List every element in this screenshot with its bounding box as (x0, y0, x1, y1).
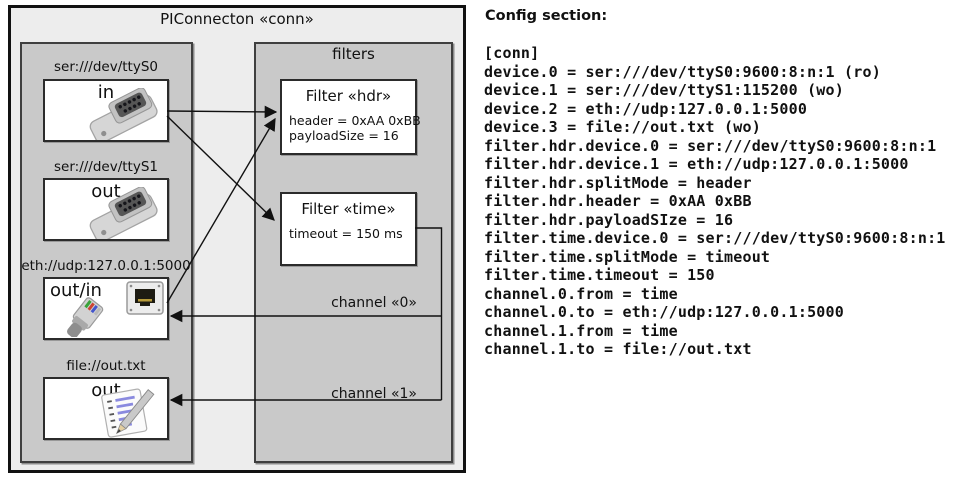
pen-icon (115, 389, 155, 435)
serial-connector-icon (89, 187, 158, 239)
device-1-direction-label: out (91, 181, 121, 202)
channel-1-label: channel «1» (331, 386, 417, 402)
config-line: channel.1.from = time (484, 321, 678, 340)
config-line: filter.hdr.header = 0xAA 0xBB (484, 192, 752, 210)
config-line: channel.0.from = time (484, 284, 678, 303)
device-2-box: out/in (43, 277, 169, 340)
config-line: filter.hdr.device.1 = eth://udp:127.0.0.… (484, 155, 909, 173)
device-0-direction-label: in (97, 82, 115, 103)
device-1-uri-label: ser:///dev/ttyS1 (54, 159, 158, 175)
device-2-direction-label: out/in (50, 280, 102, 301)
ethernet-jack-icon (126, 281, 164, 315)
filter-time-box: Filter «time» timeout = 150 ms (280, 192, 417, 266)
filter-time-param-timeout: timeout = 150 ms (289, 226, 403, 241)
diagram-title: PIConnecton «conn» (160, 10, 314, 28)
config-line: channel.1.to = file://out.txt (484, 340, 752, 358)
filters-panel-title: filters (332, 45, 375, 63)
filter-hdr-box: Filter «hdr» header = 0xAA 0xBB payloadS… (280, 79, 421, 155)
config-line: filter.hdr.device.0 = ser:///dev/ttyS0:9… (484, 136, 937, 155)
device-1-box: out (43, 178, 169, 241)
config-listing: [conn] device.0 = ser:///dev/ttyS0:9600:… (484, 44, 962, 359)
device-2-uri-label: eth://udp:127.0.0.1:5000 (21, 258, 191, 274)
device-0-uri-label: ser:///dev/ttyS0 (54, 59, 158, 75)
notepad-icon (101, 388, 155, 438)
serial-connector-icon (89, 88, 158, 140)
config-heading: Config section: (485, 8, 608, 24)
config-line: [conn] (484, 44, 540, 62)
filter-hdr-title: Filter «hdr» (305, 87, 392, 105)
config-line: filter.hdr.splitMode = header (484, 173, 752, 192)
config-line: filter.hdr.payloadSIze = 16 (484, 210, 734, 229)
config-line: filter.time.device.0 = ser:///dev/ttyS0:… (484, 229, 946, 247)
config-line: filter.time.splitMode = timeout (484, 247, 771, 266)
config-line: device.3 = file://out.txt (wo) (484, 118, 761, 136)
filter-hdr-param-header: header = 0xAA 0xBB (289, 113, 421, 128)
config-line: channel.0.to = eth://udp:127.0.0.1:5000 (484, 303, 844, 321)
filter-hdr-param-payload: payloadSize = 16 (289, 128, 399, 143)
channel-0-label: channel «0» (331, 295, 417, 311)
config-line: device.0 = ser:///dev/ttyS0:9600:8:n:1 (… (484, 62, 881, 81)
config-line: filter.time.timeout = 150 (484, 266, 715, 284)
config-line: device.1 = ser:///dev/ttyS1:115200 (wo) (484, 81, 844, 99)
filter-time-title: Filter «time» (301, 200, 396, 218)
device-3-box: out (43, 377, 169, 440)
device-3-uri-label: file://out.txt (66, 358, 146, 374)
config-line: device.2 = eth://udp:127.0.0.1:5000 (484, 99, 808, 118)
device-0-box: in (43, 79, 169, 142)
ethernet-connector-icon (67, 297, 104, 337)
